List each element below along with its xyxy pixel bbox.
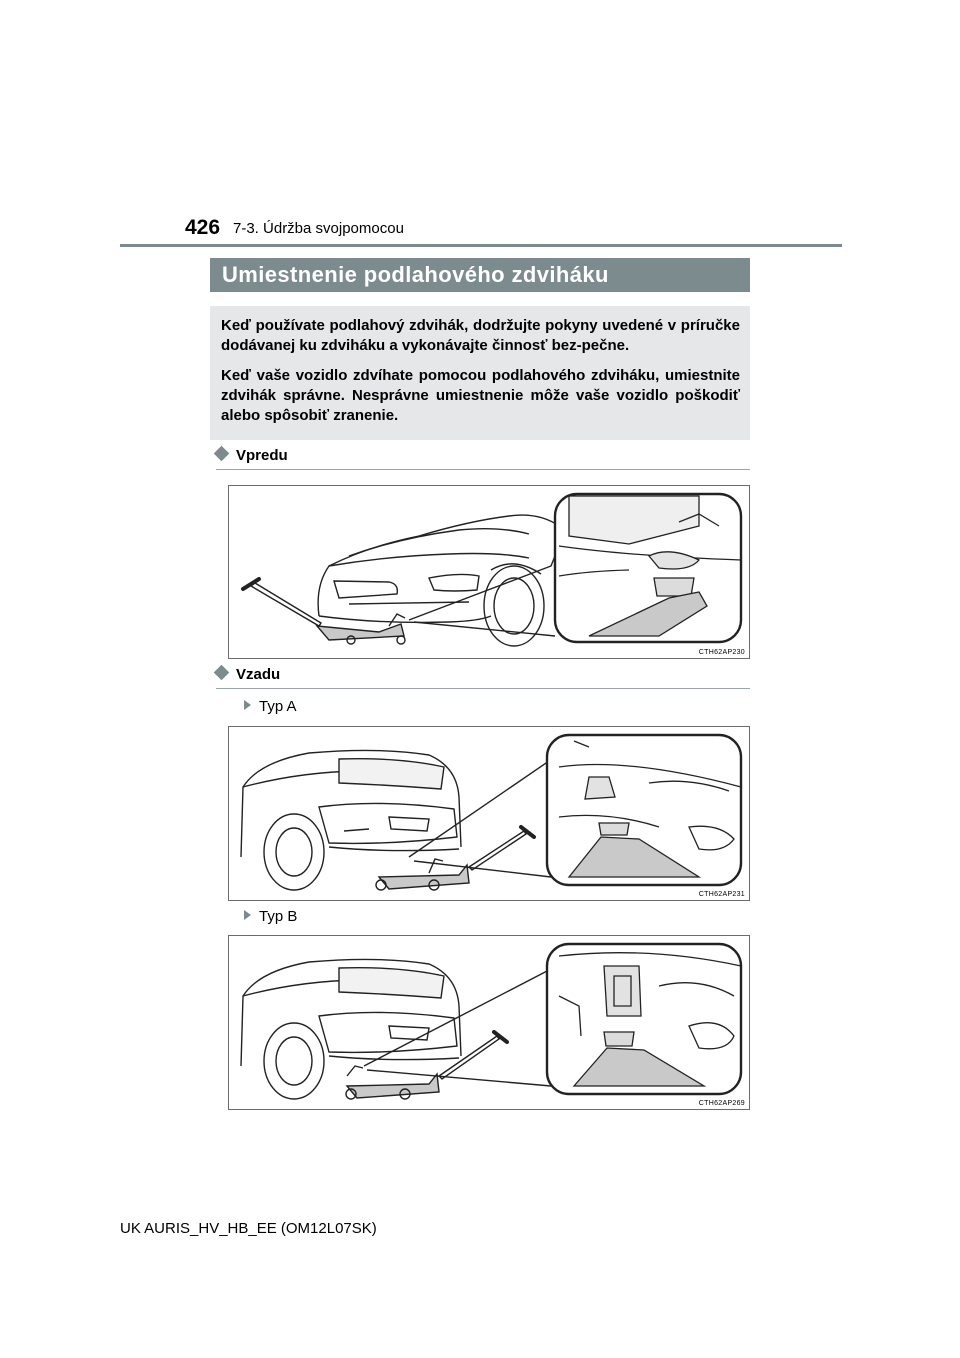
type-a-figure-code: CTH62AP231 xyxy=(698,891,745,898)
rear-type-b-jack-figure: CTH62AP269 xyxy=(228,935,750,1110)
header-divider xyxy=(120,244,842,247)
intro-paragraph-1: Keď používate podlahový zdvihák, dodržuj… xyxy=(221,317,740,354)
rear-heading-label: Vzadu xyxy=(236,666,281,683)
triangle-bullet-icon xyxy=(244,700,251,710)
rear-heading: Vzadu xyxy=(213,664,281,683)
diamond-bullet-icon xyxy=(213,664,230,681)
rear-type-a-jack-figure: CTH62AP231 xyxy=(228,726,750,901)
rear-type-b-illustration xyxy=(240,942,743,1100)
page-number: 426 xyxy=(185,216,221,239)
type-b-label-text: Typ B xyxy=(259,908,298,925)
diamond-bullet-icon xyxy=(213,445,230,462)
front-heading-rule xyxy=(216,469,750,470)
front-jack-illustration xyxy=(241,492,743,647)
type-a-label-text: Typ A xyxy=(259,698,297,715)
rear-heading-rule xyxy=(216,688,750,689)
footer-model: UK AURIS_HV_HB_EE (OM12L07SK) xyxy=(120,1220,377,1237)
chapter-title: 7-3. Údržba svojpomocou xyxy=(233,220,404,237)
rear-type-a-illustration xyxy=(240,733,743,891)
intro-paragraph-2: Keď vaše vozidlo zdvíhate pomocou podlah… xyxy=(221,367,740,424)
intro-box: Keď používate podlahový zdvihák, dodržuj… xyxy=(210,306,750,440)
type-a-label: Typ A xyxy=(244,698,297,715)
section-title: Umiestnenie podlahového zdviháku xyxy=(210,258,750,292)
front-jack-figure: CTH62AP230 xyxy=(228,485,750,659)
triangle-bullet-icon xyxy=(244,910,251,920)
front-heading-label: Vpredu xyxy=(236,447,288,464)
type-b-label: Typ B xyxy=(244,908,297,925)
type-b-figure-code: CTH62AP269 xyxy=(698,1100,745,1107)
front-figure-code: CTH62AP230 xyxy=(698,649,745,656)
front-heading: Vpredu xyxy=(213,445,288,464)
